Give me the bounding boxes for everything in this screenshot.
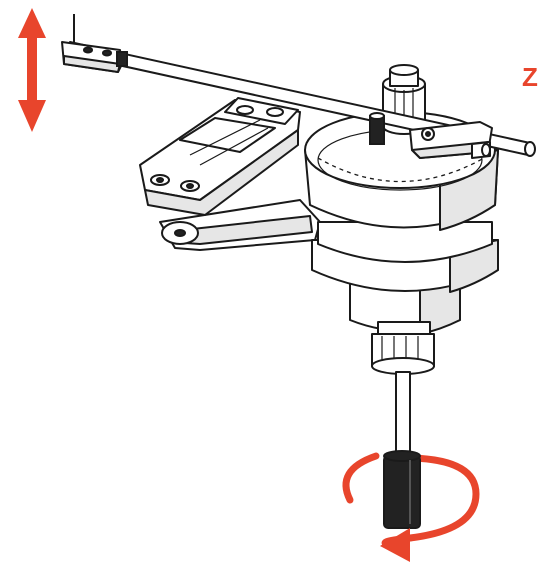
pivot-post: [369, 112, 385, 145]
vertical-arrow-icon: [18, 8, 46, 132]
lower-shaft: [371, 321, 435, 469]
rotation-handle: [383, 450, 421, 529]
rotation-arrowhead-icon: [380, 528, 414, 562]
rotation-arrow-icon: [342, 452, 480, 542]
arm-clamp: [409, 121, 493, 159]
headshell: [61, 14, 128, 73]
base-mount: [139, 97, 321, 251]
z-axis-label: Z: [522, 62, 538, 92]
